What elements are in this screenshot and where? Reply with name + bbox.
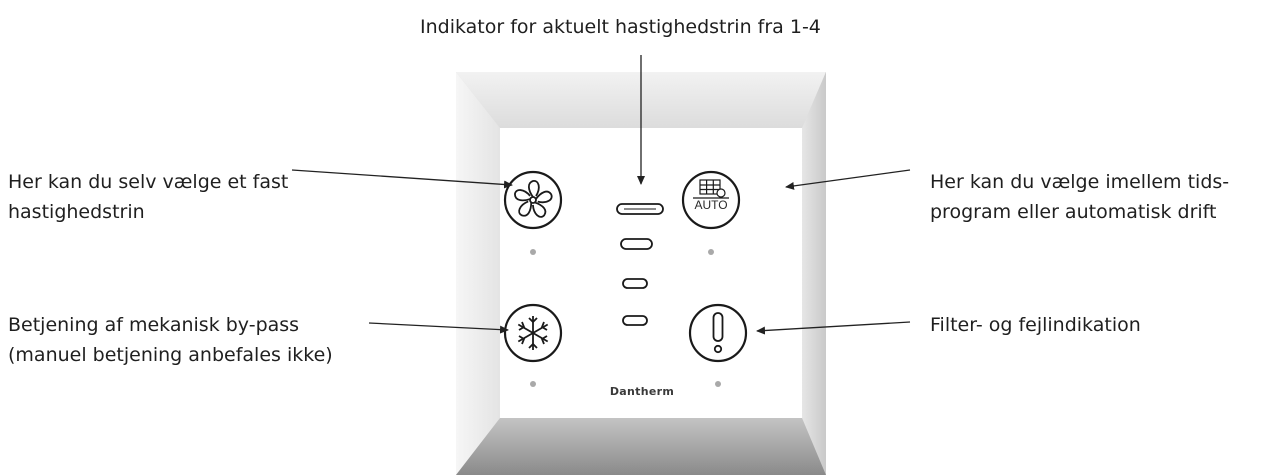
frame-left-bevel bbox=[456, 72, 500, 475]
fan-button[interactable] bbox=[503, 170, 563, 230]
label-timer-auto: Her kan du vælge imellem tids- program e… bbox=[930, 171, 1230, 223]
speed-level-3 bbox=[620, 238, 653, 250]
fan-indicator-dot bbox=[530, 249, 536, 255]
frame-right-bevel bbox=[802, 72, 826, 475]
callout-arrows bbox=[291, 55, 911, 335]
timer-auto-button[interactable] bbox=[681, 170, 741, 230]
timer-auto-icon bbox=[693, 179, 729, 199]
snowflake-icon bbox=[517, 316, 549, 350]
frame-bottom-bevel bbox=[456, 418, 826, 475]
panel-face bbox=[500, 128, 802, 418]
filter-indicator-dot bbox=[715, 381, 721, 387]
label-bypass: Betjening af mekanisk by-pass (manuel be… bbox=[8, 314, 333, 366]
exclamation-icon bbox=[712, 312, 724, 354]
brand-logo: Dantherm bbox=[609, 385, 675, 398]
speed-level-1 bbox=[622, 315, 648, 326]
speed-level-2 bbox=[622, 278, 648, 289]
arrow-fan bbox=[291, 169, 513, 189]
filter-error-button[interactable] bbox=[688, 303, 748, 363]
fan-icon bbox=[514, 180, 553, 218]
speed-indicator bbox=[616, 203, 664, 326]
label-speed-indicator: Indikator for aktuelt hastighedstrin fra… bbox=[420, 16, 821, 38]
label-filter-error: Filter- og fejlindikation bbox=[930, 314, 1141, 336]
auto-label: AUTO bbox=[694, 198, 728, 212]
label-fan-speed: Her kan du selv vælge et fast hastigheds… bbox=[8, 171, 289, 223]
bypass-button[interactable] bbox=[503, 303, 563, 363]
arrow-bypass bbox=[368, 322, 509, 334]
bypass-indicator-dot bbox=[530, 381, 536, 387]
arrow-timer-auto bbox=[785, 169, 911, 190]
arrow-filter-error bbox=[756, 321, 911, 335]
auto-indicator-dot bbox=[708, 249, 714, 255]
